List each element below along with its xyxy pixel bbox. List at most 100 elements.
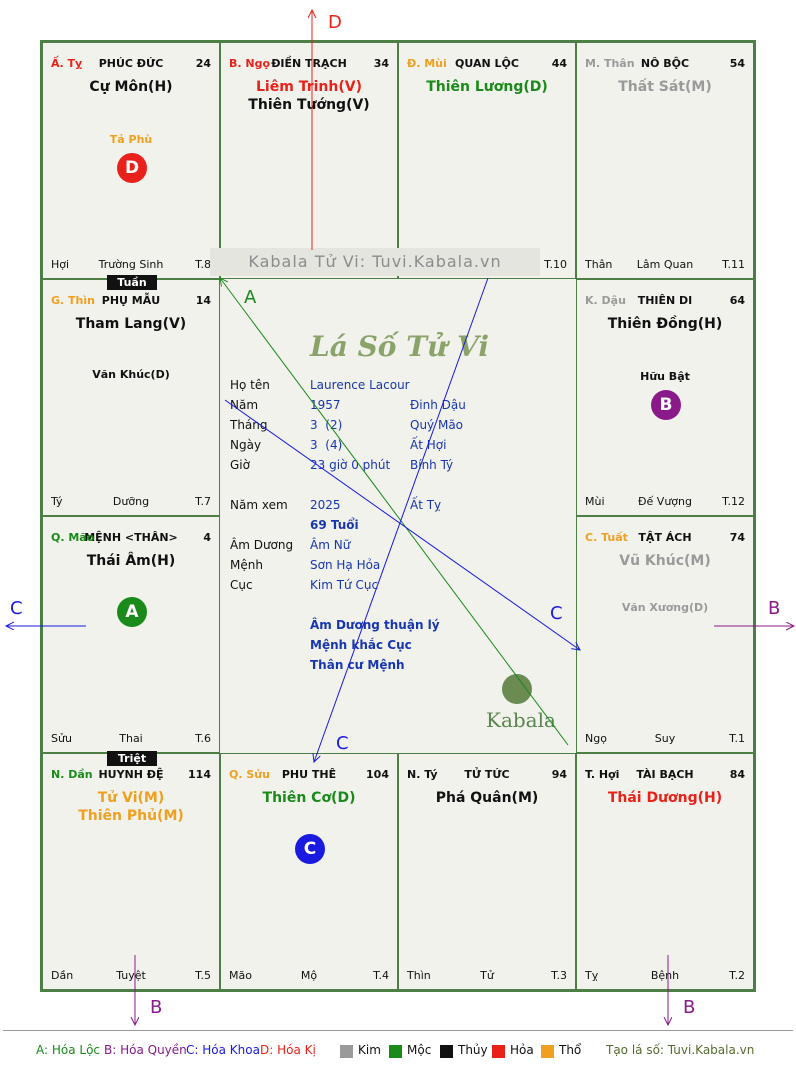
footer-phase: Bệnh <box>650 969 680 982</box>
palace-position: N. Tý <box>407 768 438 781</box>
legend-thuy: Thủy <box>458 1043 488 1057</box>
legend-hoa-quyen: B: Hóa Quyền <box>104 1043 187 1057</box>
main-star: Thất Sát(M) <box>618 79 712 95</box>
nam-label: Năm <box>230 398 259 412</box>
credit-link[interactable]: Tạo lá số: Tuvi.Kabala.vn <box>606 1043 755 1057</box>
palace-position: K. Dậu <box>585 294 626 307</box>
main-star: Thiên Tướng(V) <box>248 97 370 113</box>
palace-position: Q. Mão <box>51 531 95 544</box>
palace-position: Q. Sửu <box>229 768 270 781</box>
footer-limit: T.5 <box>195 969 211 982</box>
am-duong-value: Âm Nữ <box>310 538 351 552</box>
footer-limit: T.6 <box>195 732 211 745</box>
ho-ten-label: Họ tên <box>230 378 270 392</box>
footer-branch: Ngọ <box>585 732 607 745</box>
chart-title: Lá Số Tử Vi <box>310 330 490 363</box>
palace-age: 4 <box>203 531 211 544</box>
footer-limit: T.3 <box>551 969 567 982</box>
footer-phase: Dưỡng <box>112 495 150 508</box>
arrow-label-b-right2: B <box>683 997 696 1018</box>
palace-position: Ấ. Tỵ <box>51 57 83 70</box>
main-star: Thiên Lương(D) <box>426 79 548 95</box>
legend-divider <box>3 1030 793 1031</box>
arrow-label-c-mid: C <box>550 603 563 624</box>
kabala-brand: Kabala <box>486 708 556 732</box>
palace-name: MỆNH <THÂN> <box>84 531 178 544</box>
arrow-label-d: D <box>328 12 342 33</box>
main-star: Tham Lang(V) <box>75 316 187 332</box>
main-star: Thiên Cơ(D) <box>262 790 356 806</box>
palace-name: QUAN LỘC <box>455 57 519 70</box>
footer-phase: Tử <box>480 969 494 982</box>
palace-name: ĐIỀN TRẠCH <box>271 57 347 70</box>
legend-tho: Thổ <box>559 1043 582 1057</box>
transformation-badge: C <box>295 834 325 864</box>
nam-xem-label: Năm xem <box>230 498 288 512</box>
palace-name: PHÚC ĐỨC <box>98 57 164 70</box>
ngay-can-chi: Ất Hợi <box>410 438 447 452</box>
palace-position: N. Dần <box>51 768 93 781</box>
palace-position: Đ. Mùi <box>407 57 447 70</box>
footer-limit: T.2 <box>729 969 745 982</box>
arrow-label-b-right: B <box>768 598 781 619</box>
palace-name: TỬ TỨC <box>464 768 510 781</box>
arrow-label-c-left: C <box>10 598 23 619</box>
palace-age: 104 <box>366 768 389 781</box>
footer-branch: Tỵ <box>585 969 599 982</box>
tuan-tag: Tuần <box>107 275 157 290</box>
main-star: Vũ Khúc(M) <box>619 553 711 569</box>
note-menh-cuc: Mệnh khắc Cục <box>310 638 412 652</box>
palace-header: MỆNH <THÂN>Q. Mão 4 <box>51 531 211 545</box>
gio-value: 23 giờ 0 phút <box>310 458 391 472</box>
nam-xem-can-chi: Ất Tỵ <box>410 498 442 512</box>
main-star: Thiên Đồng(H) <box>607 316 723 332</box>
palace-name: NÔ BỘC <box>640 57 690 70</box>
footer-branch: Hợi <box>51 258 70 271</box>
kabala-tree-icon <box>502 674 532 704</box>
main-star: Cự Môn(H) <box>89 79 173 95</box>
minor-star: Văn Xương(D) <box>621 601 709 614</box>
palace-age: 34 <box>373 57 389 70</box>
palace-age: 54 <box>729 57 745 70</box>
palace-name: PHỤ MẪU <box>101 294 161 307</box>
footer-branch: Dần <box>51 969 74 982</box>
footer-limit: T.8 <box>195 258 211 271</box>
footer-phase: Lâm Quan <box>636 258 694 271</box>
transformation-badge: B <box>651 390 681 420</box>
main-star: Phá Quân(M) <box>435 790 539 806</box>
thang-can-chi: Quý Mão <box>410 418 464 432</box>
footer-limit: T.11 <box>722 258 745 271</box>
watermark: Kabala Tử Vi: Tuvi.Kabala.vn <box>210 248 540 276</box>
palace-position: T. Hợi <box>585 768 620 781</box>
main-star: Thái Âm(H) <box>86 553 176 569</box>
palace-name: TÀI BẠCH <box>636 768 694 781</box>
footer-branch: Tý <box>51 495 63 508</box>
transformation-badge: D <box>117 153 147 183</box>
palace-age: 64 <box>729 294 745 307</box>
palace-name: HUYNH ĐỆ <box>98 768 164 781</box>
ngay-label: Ngày <box>230 438 262 452</box>
minor-star: Tả Phù <box>109 133 153 146</box>
menh-label: Mệnh <box>230 558 263 572</box>
note-than-menh: Thân cư Mệnh <box>310 658 405 672</box>
palace-name: TẬT ÁCH <box>638 531 692 544</box>
palace-position: B. Ngọ <box>229 57 271 70</box>
